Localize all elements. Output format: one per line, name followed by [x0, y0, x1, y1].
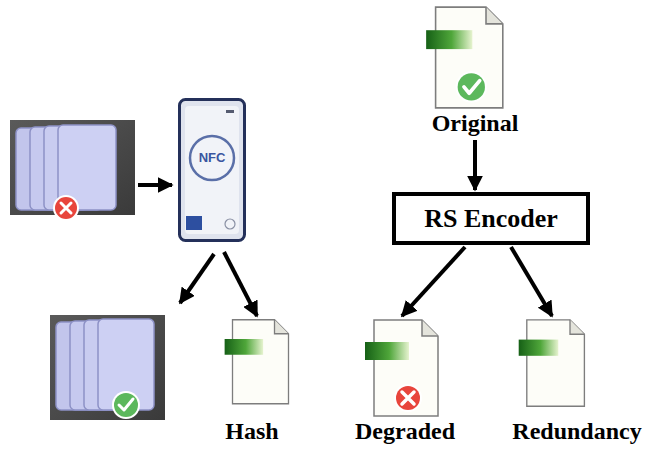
- file-node: Hash: [212, 318, 292, 444]
- card-stack: [10, 120, 135, 221]
- flow-arrow: [473, 140, 477, 190]
- file-label: Redundancy: [508, 418, 646, 444]
- nfc-reader: [178, 98, 246, 242]
- file-icon: [420, 5, 510, 110]
- process-box: RS Encoder: [392, 192, 590, 245]
- reader-node: NFC: [178, 98, 246, 242]
- file-label: Degraded: [351, 418, 459, 444]
- file-node: Original: [420, 5, 530, 136]
- file-node: Redundancy: [508, 318, 646, 444]
- flow-arrow: [402, 247, 465, 316]
- flow-arrow: [224, 252, 257, 316]
- flow-arrow: [180, 254, 214, 303]
- device-logo-text: NFC: [178, 150, 246, 166]
- process-label: RS Encoder: [424, 204, 558, 234]
- file-label: Original: [420, 110, 530, 136]
- file-node: Degraded: [351, 318, 459, 444]
- card-stack: [50, 315, 165, 420]
- flow-arrow: [138, 183, 172, 187]
- flow-arrow: [511, 247, 552, 316]
- file-icon: [516, 318, 588, 418]
- file-label: Hash: [212, 418, 292, 444]
- file-icon: [362, 318, 442, 418]
- file-icon: [222, 318, 292, 418]
